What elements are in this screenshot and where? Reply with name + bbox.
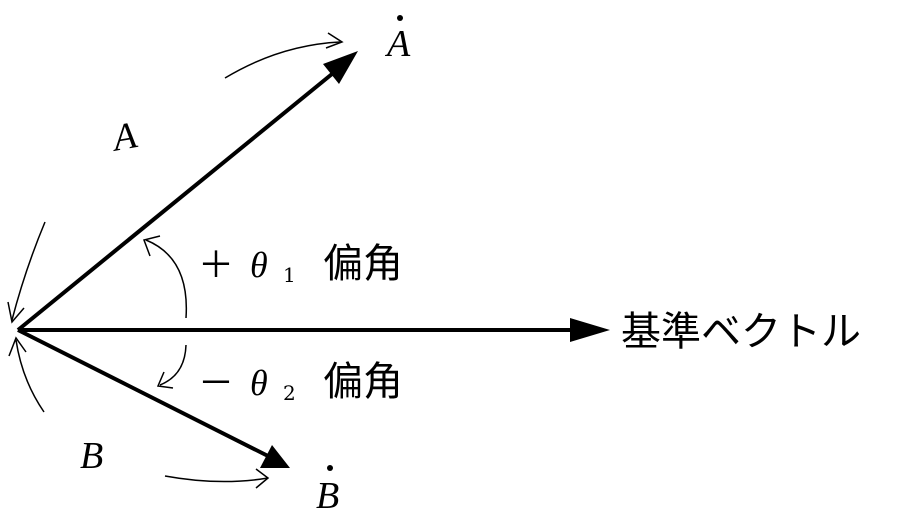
vector-a-arrowhead xyxy=(323,51,358,84)
vector-a-dot xyxy=(397,15,403,21)
reference-vector-label: 基準ベクトル xyxy=(621,309,861,355)
angle-negative-sign: － xyxy=(198,363,234,404)
rotation-arrow-left-lower xyxy=(15,339,45,413)
rotation-arrow-left-upper-head xyxy=(7,301,25,324)
vector-a-name-label: A xyxy=(107,114,141,160)
angle-arc-positive-head xyxy=(143,235,161,257)
vector-b-name-label: B xyxy=(80,435,103,477)
rotation-arrow-b-bottom xyxy=(164,475,269,483)
vector-b-line xyxy=(17,328,269,458)
angle-positive-theta: θ xyxy=(250,245,268,285)
rotation-arrow-a-top xyxy=(224,41,341,79)
angle-arc-negative-head xyxy=(156,371,174,389)
rotation-arrow-left-lower-head xyxy=(8,336,27,357)
angle-negative-subscript: 2 xyxy=(283,381,296,405)
angle-arc-positive xyxy=(145,239,188,319)
vector-a-dotted-label: A xyxy=(384,23,411,65)
vector-b-dot xyxy=(327,465,333,471)
rotation-arrow-left-upper xyxy=(11,221,46,321)
vector-a-line xyxy=(16,72,334,332)
angle-arc-negative xyxy=(159,344,187,386)
angle-positive-sign: ＋ xyxy=(198,245,234,286)
vector-b-arrowhead xyxy=(260,445,290,468)
vector-b-dotted-label: B xyxy=(316,475,339,517)
reference-vector-arrowhead xyxy=(570,318,610,342)
rotation-arrow-b-bottom-head xyxy=(255,468,270,489)
angle-negative-term: 偏角 xyxy=(323,359,403,405)
angle-positive-subscript: 1 xyxy=(283,263,296,287)
rotation-arrow-a-top-head xyxy=(325,32,344,49)
angle-negative-theta: θ xyxy=(250,363,268,403)
angle-positive-term: 偏角 xyxy=(323,241,403,287)
